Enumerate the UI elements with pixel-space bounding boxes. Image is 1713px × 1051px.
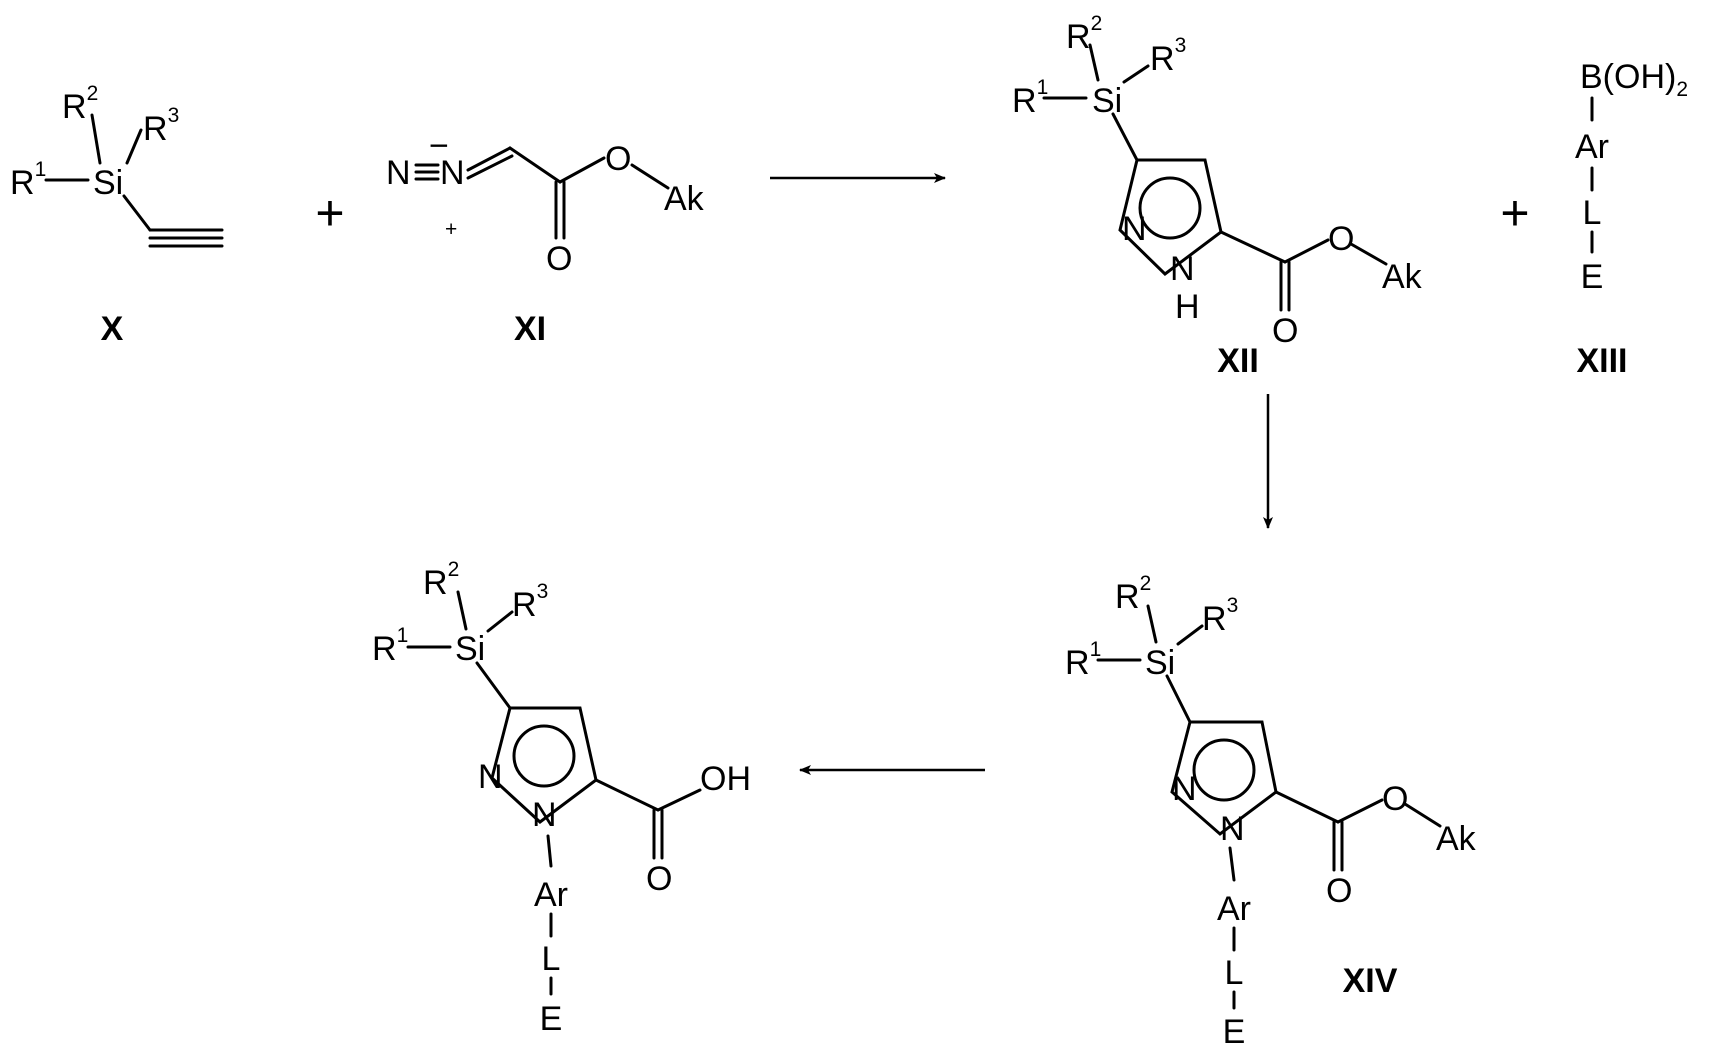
h-label: H bbox=[1175, 288, 1200, 326]
ar-label: Ar bbox=[1575, 128, 1609, 166]
ak-label: Ak bbox=[664, 180, 705, 218]
e-label: E bbox=[540, 1000, 563, 1038]
compound-label-xii: XII bbox=[1217, 342, 1259, 380]
si-label: Si bbox=[93, 164, 123, 202]
n-label: N bbox=[532, 796, 557, 834]
l-label: L bbox=[1225, 954, 1244, 992]
compound-label-xi: XI bbox=[514, 310, 546, 348]
positive-charge-label: + bbox=[445, 218, 457, 241]
o-label: O bbox=[1328, 220, 1354, 258]
n-label: N bbox=[386, 154, 411, 192]
o-label: O bbox=[646, 860, 672, 898]
r2-label: R2 bbox=[1115, 572, 1151, 616]
compound-label-xiv: XIV bbox=[1343, 962, 1398, 1000]
r1-label: R1 bbox=[1012, 76, 1048, 120]
si-label: Si bbox=[1092, 82, 1122, 120]
boronic-acid-label: B(OH)2 bbox=[1580, 58, 1688, 101]
o-label: O bbox=[605, 140, 631, 178]
r3-label: R3 bbox=[512, 580, 548, 624]
carboxylic-acid-product-structure: R1 R2 R3 Si N N OH O Ar L E bbox=[372, 558, 751, 1038]
compound-xii-structure: R1 R2 R3 Si N N H O O Ak bbox=[1012, 12, 1423, 350]
o-label: O bbox=[1326, 872, 1352, 910]
oh-label: OH bbox=[700, 760, 751, 798]
r2-label: R2 bbox=[423, 558, 459, 602]
ar-label: Ar bbox=[1217, 890, 1251, 928]
n-label: N bbox=[478, 758, 503, 796]
compound-xiv-structure: R1 R2 R3 Si N N O O Ak Ar L E bbox=[1065, 572, 1477, 1051]
l-label: L bbox=[1583, 194, 1602, 232]
compound-x-structure: R1 R2 R3 Si bbox=[10, 82, 222, 246]
ak-label: Ak bbox=[1436, 820, 1477, 858]
n-label: N bbox=[1170, 250, 1195, 288]
r1-label: R1 bbox=[1065, 638, 1101, 682]
plus-sign: + bbox=[1500, 185, 1529, 241]
plus-sign: + bbox=[315, 185, 344, 241]
o-label: O bbox=[1272, 312, 1298, 350]
compound-xi-structure: N N − + O O Ak bbox=[386, 127, 705, 278]
compound-label-xiii: XIII bbox=[1576, 342, 1627, 380]
compound-label-x: X bbox=[101, 310, 124, 348]
r2-label: R2 bbox=[1066, 12, 1102, 56]
n-label: N bbox=[1172, 770, 1197, 808]
r3-label: R3 bbox=[1150, 34, 1186, 78]
r1-label: R1 bbox=[10, 158, 46, 202]
r3-label: R3 bbox=[143, 104, 179, 148]
si-label: Si bbox=[455, 630, 485, 668]
n-label: N bbox=[1220, 810, 1245, 848]
compound-xiii-structure: B(OH)2 Ar L E bbox=[1575, 58, 1688, 296]
e-label: E bbox=[1223, 1013, 1246, 1051]
si-label: Si bbox=[1145, 644, 1175, 682]
e-label: E bbox=[1581, 258, 1604, 296]
n-label: N bbox=[1122, 210, 1147, 248]
o-label: O bbox=[1382, 780, 1408, 818]
l-label: L bbox=[542, 940, 561, 978]
ar-label: Ar bbox=[534, 876, 568, 914]
r3-label: R3 bbox=[1202, 594, 1238, 638]
o-label: O bbox=[546, 240, 572, 278]
negative-charge-label: − bbox=[429, 127, 449, 165]
r1-label: R1 bbox=[372, 624, 408, 668]
ak-label: Ak bbox=[1382, 258, 1423, 296]
